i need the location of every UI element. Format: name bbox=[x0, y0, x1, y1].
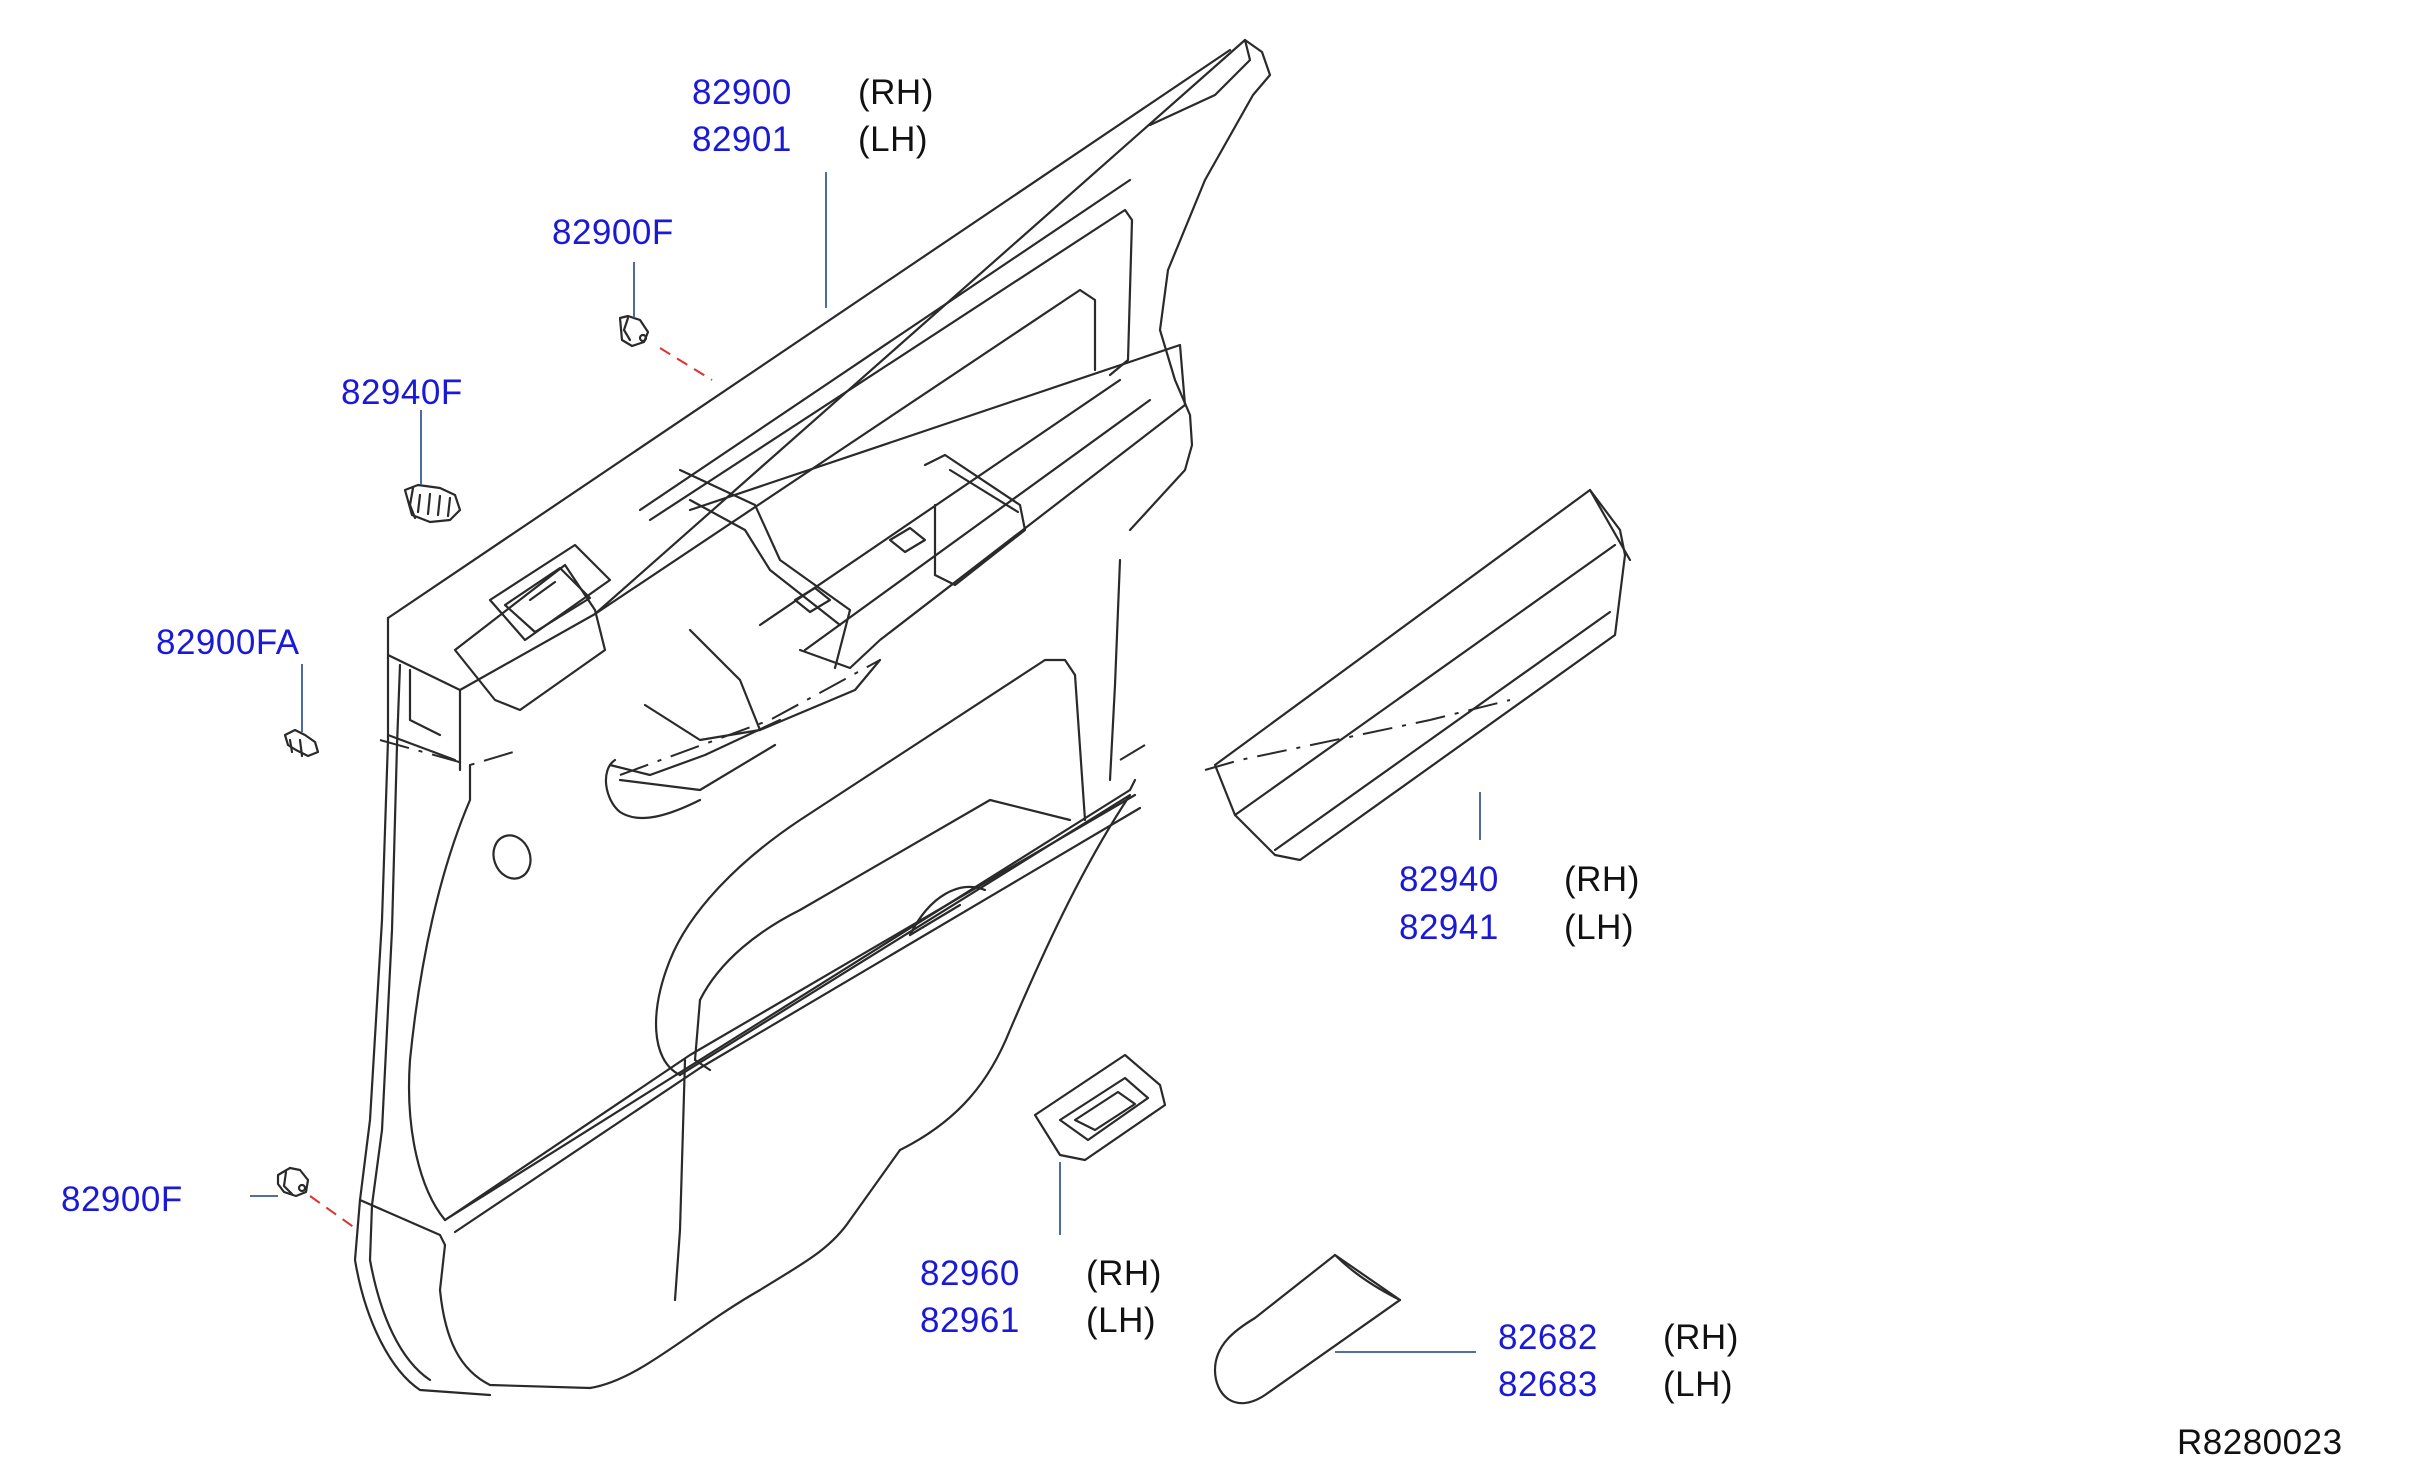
trim-board-lh-side: (LH) bbox=[858, 120, 929, 159]
grommet-icon bbox=[403, 483, 462, 524]
clip-top-line bbox=[659, 347, 713, 381]
pull-handle-lh-number: 82683 bbox=[1498, 1365, 1598, 1404]
pull-handle-cover bbox=[1213, 1253, 1402, 1405]
clip-top-icon bbox=[618, 314, 650, 348]
clip-side-number: 82900FA bbox=[156, 623, 300, 662]
switch-finisher-rh-number: 82960 bbox=[920, 1254, 1020, 1293]
armrest-pad-lh-number: 82941 bbox=[1399, 908, 1499, 947]
trim-board-rh-number: 82900 bbox=[692, 73, 792, 112]
trim-board-lh-number: 82901 bbox=[692, 120, 792, 159]
alignment-line-armrest bbox=[1204, 699, 1511, 771]
alignment-line-upper bbox=[379, 739, 521, 767]
pull-handle-rh-number: 82682 bbox=[1498, 1318, 1598, 1357]
armrest-pad-lh-side: (LH) bbox=[1564, 908, 1635, 947]
pull-handle-lh-side: (LH) bbox=[1663, 1365, 1734, 1404]
switch-finisher-rh-side: (RH) bbox=[1086, 1254, 1162, 1293]
alignment-line-mid bbox=[619, 659, 881, 776]
switch-finisher-lh-side: (LH) bbox=[1086, 1301, 1157, 1340]
clip-bottom-number: 82900F bbox=[61, 1180, 183, 1219]
clip-side-icon bbox=[283, 728, 320, 758]
armrest-pad-rh-side: (RH) bbox=[1564, 860, 1640, 899]
reference-code: R8280023 bbox=[2177, 1423, 2343, 1462]
door-trim-board bbox=[353, 38, 1272, 1397]
clip-bottom-icon bbox=[276, 1166, 310, 1198]
armrest-pad bbox=[1213, 488, 1632, 862]
switch-finisher bbox=[1033, 1053, 1167, 1162]
grommet-number: 82940F bbox=[341, 373, 463, 412]
pull-handle-rh-side: (RH) bbox=[1663, 1318, 1739, 1357]
clip-bottom-line bbox=[309, 1195, 356, 1229]
clip-top-number: 82900F bbox=[552, 213, 674, 252]
switch-finisher-lh-number: 82961 bbox=[920, 1301, 1020, 1340]
trim-board-rh-side: (RH) bbox=[858, 73, 934, 112]
armrest-pad-rh-number: 82940 bbox=[1399, 860, 1499, 899]
alignment-line-right bbox=[1119, 744, 1146, 761]
